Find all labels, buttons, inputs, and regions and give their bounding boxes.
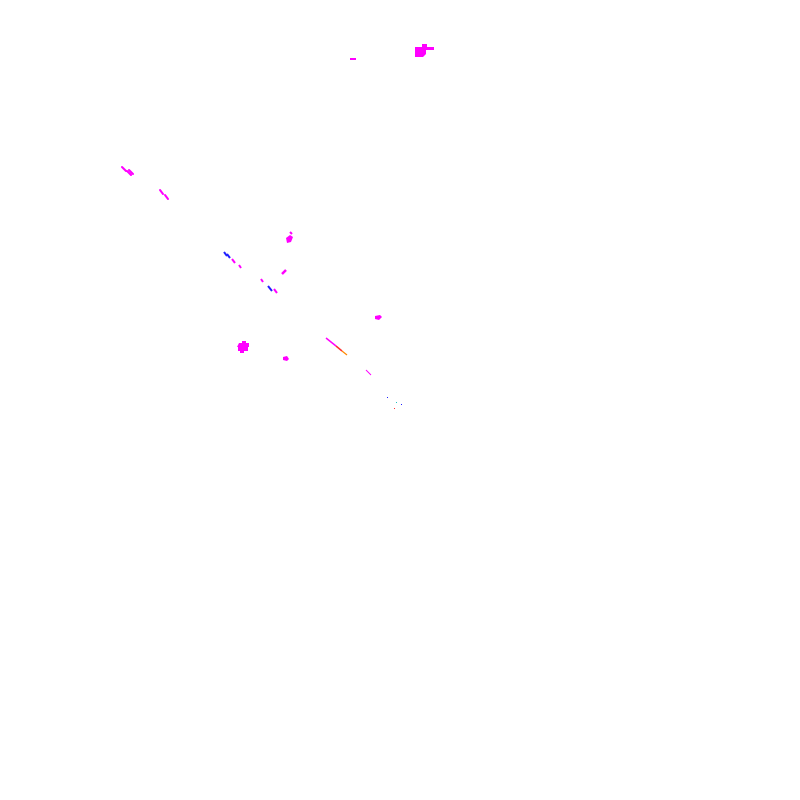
magenta-blob [237, 341, 249, 353]
blue-tick [226, 253, 231, 259]
magenta-tick [164, 194, 169, 200]
blue-tick [267, 285, 273, 292]
red-dot [394, 408, 395, 409]
red-streak [335, 345, 343, 352]
orange-streak [341, 350, 348, 356]
magenta-tick [281, 269, 287, 275]
fragment-cluster-lower [237, 315, 402, 409]
magenta-streak [365, 369, 372, 376]
magenta-tick [231, 258, 236, 264]
magenta-tick [126, 170, 132, 176]
fragment-cluster-top [350, 44, 434, 60]
magenta-tick [238, 264, 242, 269]
magenta-tick [128, 169, 134, 175]
magenta-blob [283, 356, 289, 361]
fragment-cluster-left [121, 166, 169, 200]
magenta-tick [289, 231, 293, 235]
magenta-dash [350, 58, 356, 60]
magenta-tick [159, 189, 164, 195]
magenta-tick [260, 278, 264, 283]
cyan-dot [396, 402, 397, 403]
magenta-tick [121, 166, 127, 172]
magenta-streak [325, 337, 337, 347]
magenta-blob [415, 44, 434, 57]
magenta-tick [273, 288, 278, 294]
fragment-cluster-middle [223, 231, 293, 294]
magenta-blob [286, 235, 293, 243]
blue-tick [223, 251, 228, 257]
magenta-blob [375, 315, 382, 320]
blue-dot [401, 404, 402, 405]
blue-dot [387, 397, 388, 398]
